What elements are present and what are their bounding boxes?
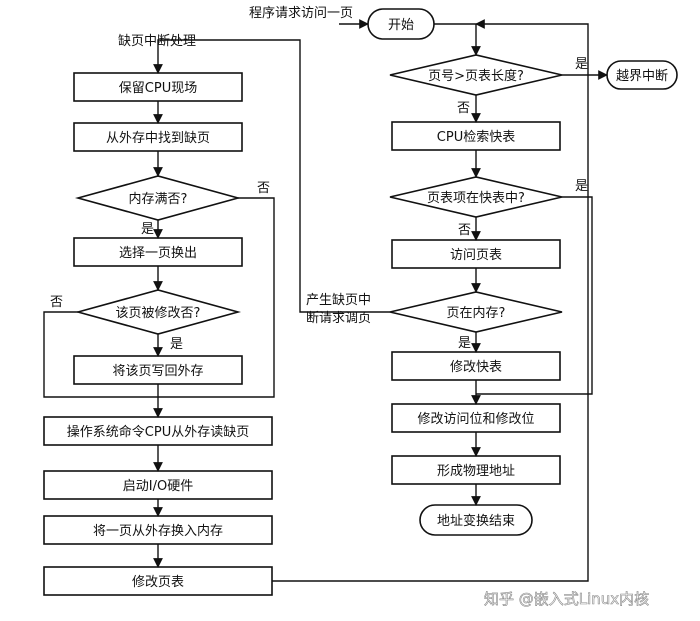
write-back-label: 将该页写回外存 (112, 364, 203, 379)
mem-full-label: 内存满否? (129, 191, 188, 207)
modify-tlb-label: 修改快表 (450, 360, 502, 375)
modify-bits-label: 修改访问位和修改位 (417, 412, 534, 427)
cpu-search-box (391, 121, 561, 151)
access-table-label: 访问页表 (450, 248, 502, 263)
end-label: 地址变换结束 (437, 513, 515, 529)
modified-diamond (74, 289, 242, 335)
out-of-bounds-label: 越界中断 (616, 69, 668, 84)
page-check-yes-label: 是 (575, 57, 588, 72)
physical-addr-label: 形成物理地址 (437, 464, 515, 479)
modify-tlb-box (391, 351, 561, 381)
modified-label: 该页被修改否? (116, 306, 201, 321)
write-back-box (73, 355, 243, 385)
update-table-box (43, 566, 273, 596)
in-memory-yes-label: 是 (458, 336, 471, 351)
mem-full-no-label: 否 (257, 181, 270, 196)
fault-label-line1: 产生缺页中 (306, 293, 371, 308)
in-memory-diamond (389, 291, 563, 333)
request-label: 程序请求访问一页 (249, 6, 353, 21)
page-check-no-label: 否 (457, 101, 470, 116)
swap-in-label: 将一页从外存换入内存 (93, 523, 223, 539)
save-cpu-label: 保留CPU现场 (119, 81, 197, 96)
start-io-label: 启动I/O硬件 (123, 479, 193, 494)
start-io-box (43, 470, 273, 500)
swap-in-box (43, 515, 273, 545)
choose-swap-box (73, 237, 243, 267)
left-connectors (43, 19, 589, 582)
cpu-search-label: CPU检索快表 (437, 130, 515, 145)
in-tlb-no-label: 否 (458, 223, 471, 238)
modified-yes-label: 是 (170, 337, 183, 352)
in-tlb-yes-label: 是 (575, 179, 588, 194)
update-table-label: 修改页表 (132, 575, 184, 590)
find-page-box (73, 122, 243, 152)
os-read-label: 操作系统命令CPU从外存读缺页 (67, 424, 249, 440)
choose-swap-label: 选择一页换出 (119, 246, 197, 261)
fault-label-line2: 断请求调页 (306, 311, 371, 326)
mem-full-yes-label: 是 (141, 222, 154, 237)
find-page-label: 从外存中找到缺页 (106, 131, 210, 146)
in-memory-label: 页在内存? (447, 305, 506, 321)
watermark: 知乎 @嵌入式Linux内核 (484, 590, 649, 608)
page-check-label: 页号>页表长度? (428, 68, 524, 84)
modified-no-label: 否 (50, 295, 63, 310)
os-read-box (43, 416, 273, 446)
left-title: 缺页中断处理 (118, 34, 196, 49)
start-label: 开始 (388, 18, 414, 33)
save-cpu-box (73, 72, 243, 102)
in-tlb-label: 页表项在快表中? (427, 191, 525, 206)
right-connectors (157, 19, 608, 506)
physical-addr-box (391, 455, 561, 485)
